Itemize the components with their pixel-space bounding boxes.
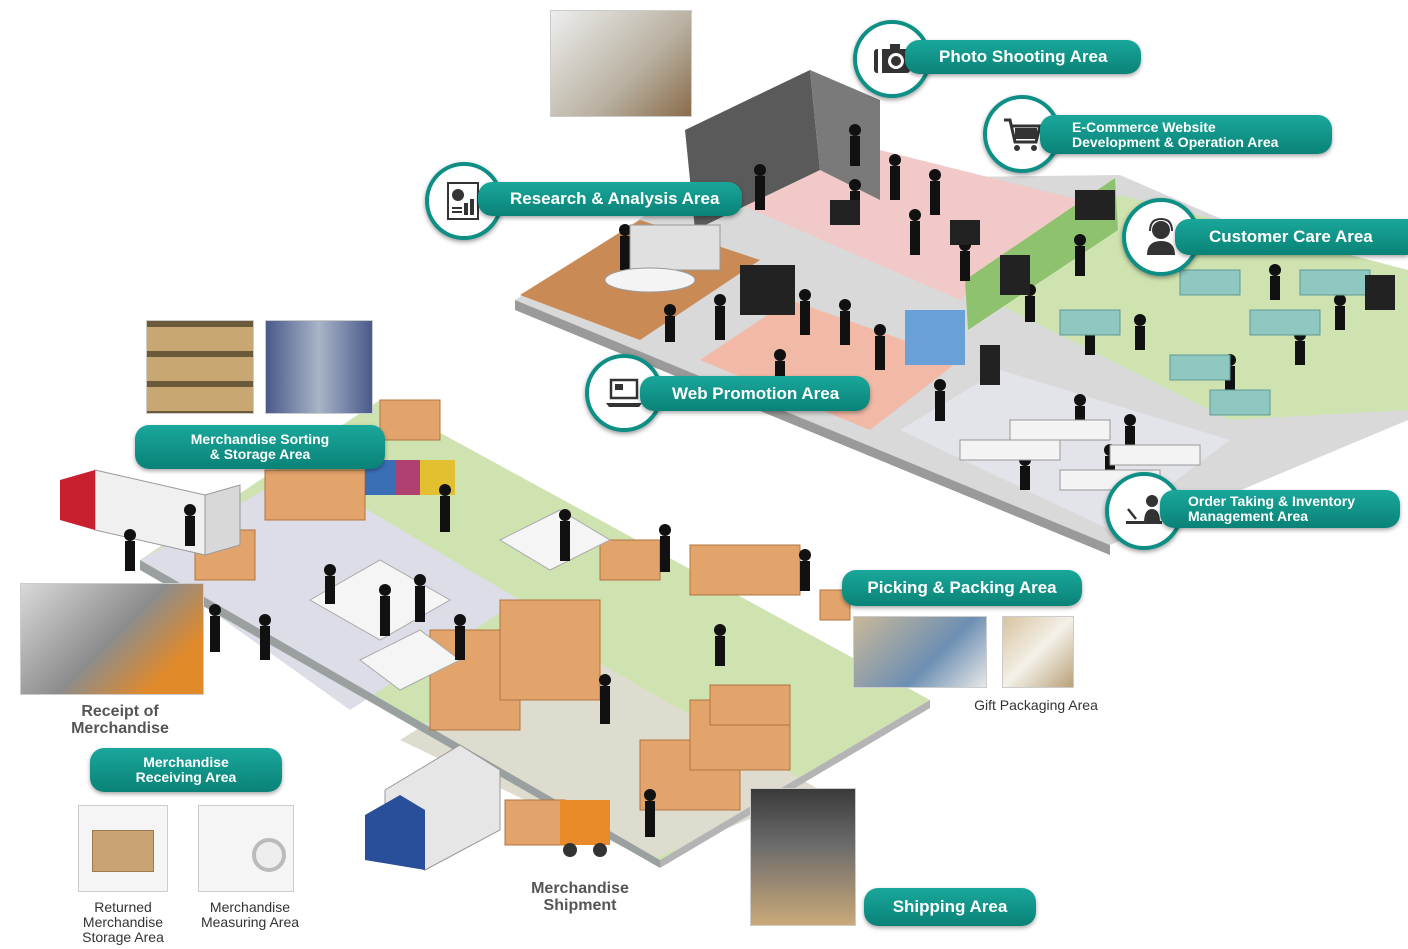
shipping-text: Shipping Area bbox=[892, 897, 1008, 916]
ecommerce-text-line1: E-Commerce Website bbox=[1072, 118, 1216, 135]
web-promotion-text: Web Promotion Area bbox=[672, 383, 840, 403]
photo-studio-wall-side bbox=[810, 70, 880, 200]
receiving-text-line2: Receiving Area bbox=[135, 769, 237, 785]
returned-text-line2: Merchandise bbox=[82, 914, 164, 930]
chart-document-icon bbox=[447, 182, 479, 220]
picking-packing-label: Picking & Packing Area bbox=[842, 570, 1082, 606]
desk-worker-icon bbox=[1126, 495, 1162, 524]
receiving-truck bbox=[60, 469, 241, 556]
ecommerce-badge bbox=[983, 95, 1061, 173]
storage-shelves bbox=[194, 399, 851, 846]
picking-packing-text: Picking & Packing Area bbox=[867, 578, 1057, 597]
sorting-storage-label: Merchandise Sorting & Storage Area bbox=[135, 425, 385, 469]
order-taking-label: Order Taking & Inventory Management Area bbox=[1160, 490, 1400, 528]
research-table bbox=[604, 267, 696, 293]
forklift bbox=[560, 800, 610, 857]
web-promotion-label: Web Promotion Area bbox=[640, 376, 870, 411]
colorful-display-board bbox=[905, 310, 965, 365]
ecommerce-text-line2: Development & Operation Area bbox=[1072, 133, 1279, 150]
returned-caption: Returned Merchandise Storage Area bbox=[60, 900, 186, 945]
receipt-forklift-photo bbox=[20, 583, 204, 695]
customer-care-label: Customer Care Area bbox=[1175, 219, 1408, 255]
storage-shelves-photo bbox=[146, 320, 254, 414]
order-taking-badge bbox=[1105, 472, 1183, 550]
ecommerce-label: E-Commerce Website Development & Operati… bbox=[1040, 115, 1332, 154]
receiving-label: Merchandise Receiving Area bbox=[90, 748, 282, 792]
headset-operator-icon bbox=[1147, 217, 1175, 255]
order-taking-text-line1: Order Taking & Inventory bbox=[1188, 493, 1355, 509]
shipping-photo bbox=[750, 788, 856, 926]
warehouse-aisle-photo bbox=[265, 320, 373, 414]
laptop-icon bbox=[606, 378, 642, 407]
shipment-caption: Merchandise Shipment bbox=[505, 880, 655, 914]
measuring-text-line1: Merchandise bbox=[209, 899, 291, 915]
shopping-cart-icon bbox=[1004, 118, 1042, 151]
returned-box-shape bbox=[92, 830, 154, 872]
picking-packing-photo bbox=[853, 616, 987, 688]
office-edge bbox=[515, 300, 1110, 555]
ordertaking-desks bbox=[959, 419, 1201, 491]
receipt-text-line1: Receipt of bbox=[81, 703, 159, 720]
measuring-tape-shape bbox=[252, 838, 286, 872]
measuring-text-line2: Measuring Area bbox=[200, 914, 300, 930]
office-desks bbox=[1059, 269, 1371, 416]
customer-care-text: Customer Care Area bbox=[1209, 227, 1373, 246]
shipment-text-line2: Shipment bbox=[543, 897, 617, 914]
receipt-text-line2: Merchandise bbox=[71, 720, 169, 737]
research-shelves bbox=[629, 224, 721, 271]
order-taking-text-line2: Management Area bbox=[1188, 508, 1309, 524]
monitors bbox=[740, 190, 1395, 385]
research-label: Research & Analysis Area bbox=[478, 182, 742, 216]
returned-text-line1: Returned bbox=[94, 899, 152, 915]
research-text: Research & Analysis Area bbox=[510, 189, 720, 208]
receiving-text-line1: Merchandise bbox=[143, 754, 229, 770]
shipping-label: Shipping Area bbox=[864, 888, 1036, 926]
gift-packaging-caption: Gift Packaging Area bbox=[950, 698, 1122, 713]
sorting-storage-text-line1: Merchandise Sorting bbox=[190, 431, 330, 447]
gift-packaging-photo bbox=[1002, 616, 1074, 688]
camera-icon bbox=[874, 44, 910, 73]
photo-shooting-text: Photo Shooting Area bbox=[939, 47, 1108, 66]
returned-text-line3: Storage Area bbox=[82, 929, 164, 945]
sorting-storage-text-line2: & Storage Area bbox=[209, 446, 311, 462]
photo-studio-photo bbox=[550, 10, 692, 117]
shipping-truck bbox=[365, 744, 501, 871]
receipt-caption: Receipt of Merchandise bbox=[40, 703, 200, 737]
gift-packaging-text: Gift Packaging Area bbox=[974, 697, 1098, 713]
measuring-caption: Merchandise Measuring Area bbox=[185, 900, 315, 930]
photo-shooting-label: Photo Shooting Area bbox=[905, 40, 1141, 74]
shipment-text-line1: Merchandise bbox=[531, 880, 629, 897]
warehouse-edge-right bbox=[660, 700, 930, 868]
webpromo-floor bbox=[700, 300, 960, 430]
